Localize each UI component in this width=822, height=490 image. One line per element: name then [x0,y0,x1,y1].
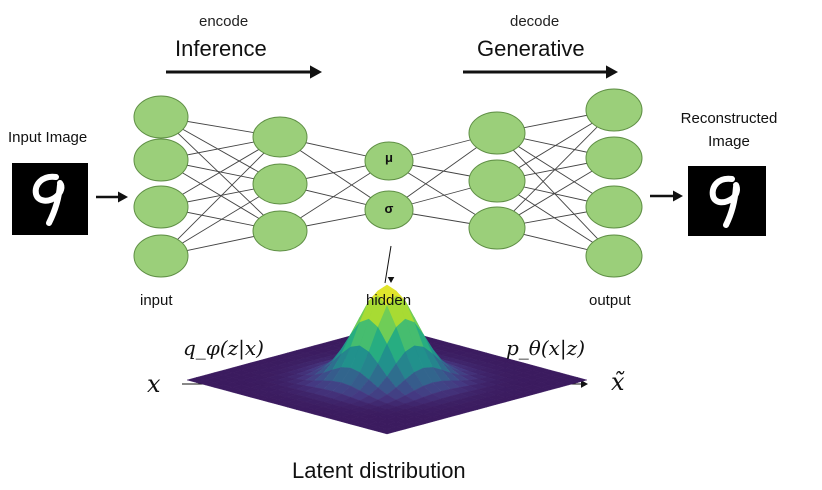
generative-arrow-head [606,65,618,79]
hidden-layer-label: hidden [366,292,412,309]
output-digit-image [688,166,766,236]
connection-line [160,136,281,257]
neuron-node [133,138,189,182]
neuron-node [468,159,526,203]
x-tilde-symbol: x̃ [611,368,625,396]
neuron-node [585,88,643,132]
output-layer-label: output [589,292,631,309]
generative-label: Generative [477,36,585,61]
hidden-arrow-head [387,277,395,283]
connection-line [496,132,615,257]
neuron-node [585,185,643,229]
neuron-node [133,185,189,229]
neurons [133,88,643,278]
input-layer-label: input [140,292,173,309]
neuron-node [252,163,308,205]
sigma-label: σ [384,201,394,216]
neuron-node [252,116,308,158]
input-arrow-head [118,191,128,203]
inference-arrow-head [310,65,322,79]
surface-patch [377,428,397,435]
flow-arrows [96,65,683,388]
x-symbol: x [147,370,161,398]
output-arrow-head [673,190,683,202]
encode-label: encode [199,13,249,30]
neuron-node [364,190,414,230]
neuron-node [585,136,643,180]
hidden-arrow [384,245,392,284]
q-phi-expression: q_φ(z|x) [183,336,264,360]
neuron-node [133,95,189,139]
neuron-node [133,234,189,278]
neuron-node [468,111,526,155]
input-digit-image [12,163,88,235]
p-theta-expression: p_θ(x|z) [506,336,586,360]
reconstructed-image-label: Image [708,133,750,150]
connection-line [160,116,281,232]
mu-label: μ [385,150,393,165]
neuron-node [468,206,526,250]
neuron-node [364,141,414,181]
input-image-label: Input Image [8,129,88,146]
connection-line [496,109,615,229]
reconstructed-label: Reconstructed [680,110,778,127]
latent-distribution-plot [186,284,588,435]
connections [160,109,615,257]
neuron-node [252,210,308,252]
digit-nine-icon [32,173,65,226]
latent-distribution-label: Latent distribution [292,458,466,483]
digit-nine-icon [709,175,740,228]
inference-label: Inference [175,36,267,61]
decode-label: decode [510,13,560,30]
neuron-node [585,234,643,278]
decode-math-arrow-head [581,380,588,388]
